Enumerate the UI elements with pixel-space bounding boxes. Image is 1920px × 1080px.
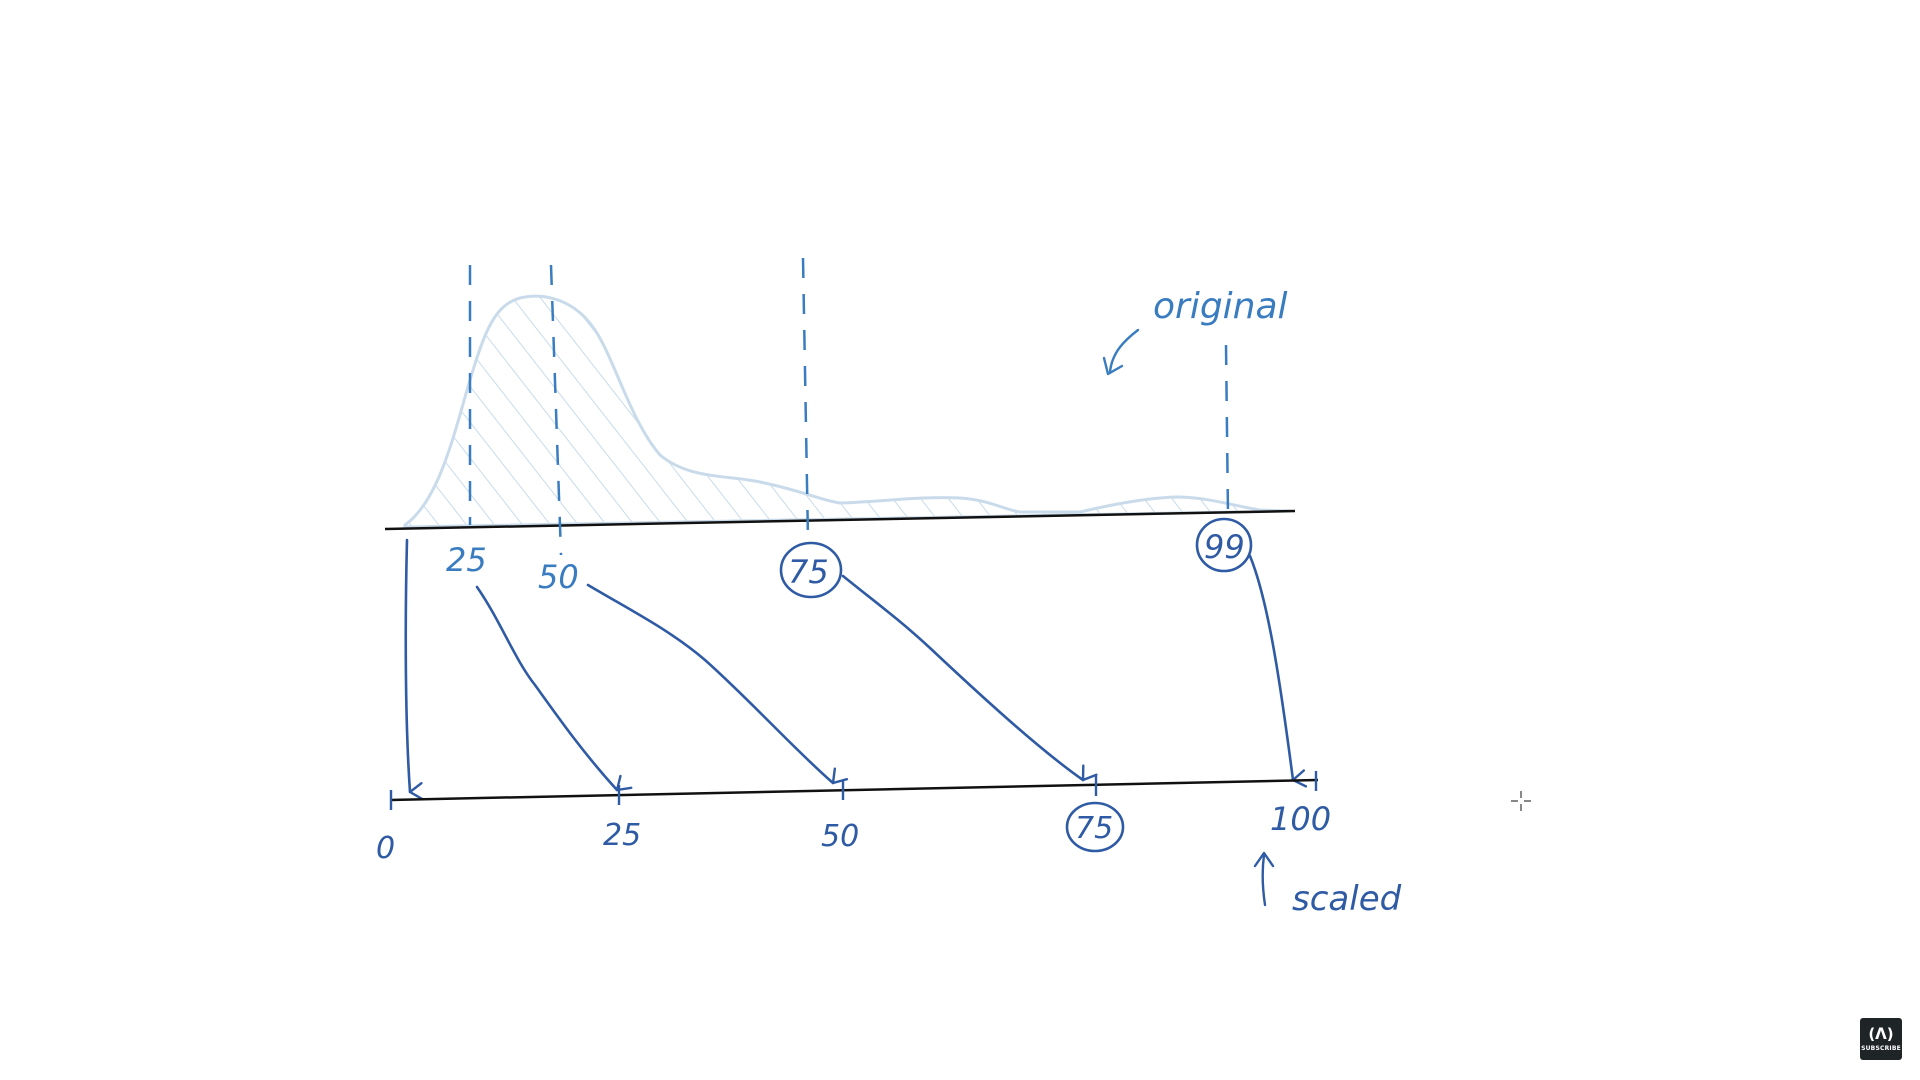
- original-label-99: 99: [1204, 528, 1245, 566]
- scaled-label-100: 100: [1270, 800, 1331, 838]
- mapping-arrow-50: [586, 583, 849, 785]
- scaled-label-75: 75: [1075, 811, 1113, 846]
- crosshair-cursor-icon: [1511, 791, 1531, 811]
- arrow-scaled-pointer: [1261, 853, 1267, 907]
- arrow-scaled-head: [1253, 851, 1275, 868]
- label-scaled: scaled: [1292, 879, 1402, 919]
- arrow-original-head: [1102, 356, 1124, 376]
- subscribe-label: SUBSCRIBE: [1861, 1045, 1901, 1052]
- original-label-50: 50: [538, 558, 579, 596]
- arrow-original-pointer: [1108, 328, 1140, 374]
- original-label-25: 25: [446, 541, 487, 579]
- mapping-arrow-75: [841, 574, 1098, 782]
- percentile-line-50: [549, 264, 563, 556]
- original-axis-line: [384, 509, 1296, 531]
- mapping-arrow-0: [404, 538, 424, 801]
- scaled-label-0: 0: [376, 831, 395, 866]
- mapping-arrow-25: [475, 585, 633, 792]
- label-original: original: [1153, 286, 1288, 327]
- circle-scaled-75: [1065, 801, 1125, 853]
- percentile-line-75: [801, 257, 810, 541]
- scaled-label-50: 50: [821, 819, 859, 854]
- freecodecamp-logo-icon: (ᐱ): [1868, 1025, 1894, 1043]
- mapping-arrow-99: [1248, 554, 1308, 788]
- scaled-axis-line: [389, 778, 1319, 802]
- original-label-75: 75: [788, 553, 829, 591]
- percentile-line-99: [1224, 344, 1230, 516]
- circle-original-99: [1195, 517, 1253, 573]
- scaled-label-25: 25: [603, 818, 641, 853]
- circle-original-75: [779, 541, 843, 599]
- distribution-curve: [403, 294, 1292, 529]
- subscribe-button[interactable]: (ᐱ) SUBSCRIBE: [1860, 1018, 1902, 1060]
